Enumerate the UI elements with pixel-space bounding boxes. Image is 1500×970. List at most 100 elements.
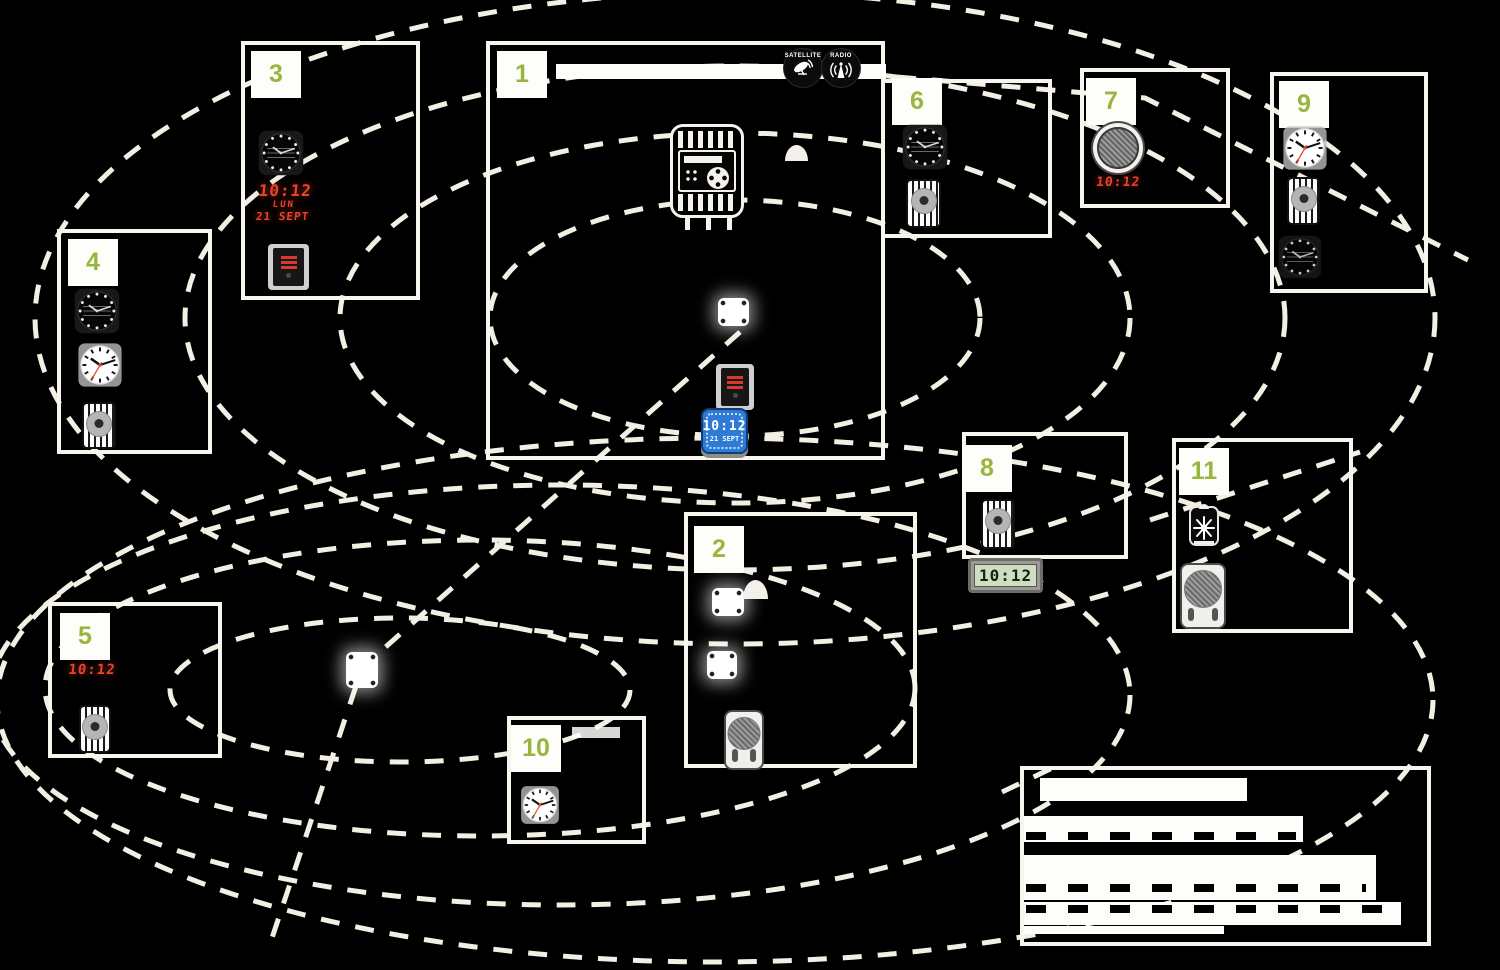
blue-clock-date: 21 SEPT [709,435,740,443]
relay-led-bar [280,256,297,259]
satellite-label: SATELLITE [784,53,822,59]
relay-module [716,364,754,410]
blue-clock-time: 10:12 [702,419,747,434]
zone-badge-5: 5 [60,613,110,660]
dhf-repeater-node [707,651,737,679]
legend-line-highlight [1024,926,1224,934]
wall-speaker [1180,563,1226,629]
zone-badge-2: 2 [694,526,744,573]
master-clock-bottom-grille [678,194,736,211]
coverage-ellipse [182,63,1288,573]
zone-box-11 [1172,438,1353,633]
striped-sounder [82,402,116,449]
speaker-button [1188,608,1194,621]
relay-module-face [273,248,304,286]
legend-redacted-text [1026,884,1366,892]
relay-led-bar [727,381,743,384]
master-clock-nav-pad [707,167,729,189]
relay-led-bar [727,386,743,389]
speaker-mesh [1184,570,1222,608]
zone-badge-10: 10 [511,725,561,772]
zone-box-6 [881,79,1052,238]
bell-dome-icon [743,580,768,599]
zone-badge-1: 1 [497,51,547,98]
striped-sounder [1287,177,1320,225]
satellite-sync-source: SATELLITE [783,48,823,96]
analog-clock-dark [1278,235,1322,279]
link-line [1149,449,1361,523]
zone-box-8 [962,432,1128,559]
bell-dome-icon [785,145,808,161]
led-date: 21 SEPT [255,209,310,223]
coverage-ellipse [0,435,1436,965]
led-clock: 10:12 [1095,175,1141,190]
legend-line-highlight [1024,816,1303,842]
zone-badge-4: 4 [68,239,118,286]
legend-line-highlight [1024,855,1376,900]
relay-led-bar [280,266,297,269]
zone-box-5 [48,602,222,758]
relay-led-bar [727,376,743,379]
relay-led-bar [280,261,297,264]
zone-badge-8: 8 [962,445,1012,492]
master-clock-top-grille [678,131,736,148]
coverage-ellipse [32,0,1438,647]
analog-clock-white [76,341,124,389]
radio-sync-source: RADIO [821,48,861,96]
zone-box-3 [241,41,420,300]
coverage-ellipse [0,482,1133,908]
zone-box-10 [507,716,646,844]
radio-circle: RADIO [821,48,861,88]
striped-sounder [79,705,111,753]
speaker-button [750,749,756,762]
dhf-transmitter-node [718,298,749,326]
analog-clock-dark [902,124,948,170]
radio-antenna-icon [830,59,852,81]
radio-sync-line [861,71,1470,263]
legend-redacted-text [1026,832,1296,840]
flash-beacon [1189,503,1219,547]
analog-clock-white [519,784,561,826]
striped-sounder [981,499,1015,549]
zone-box-2 [684,512,917,768]
lcd-clock-time: 10:12 [974,564,1038,587]
analog-clock-dark [74,288,120,334]
speaker-button [1212,608,1218,621]
analog-clock-dark [258,130,304,176]
legend-line-highlight [1024,902,1401,925]
zone-badge-6: 6 [892,78,942,125]
legend-panel [1020,766,1431,946]
led-clock: 10:12 [67,662,117,678]
link-line [1000,759,1067,795]
coverage-ellipse [167,615,633,765]
relay-dot [286,273,291,278]
blue-clock-dot-ring [706,413,743,449]
master-clock-connectors [685,216,735,230]
zone-box-9 [1270,72,1428,293]
zone-box-4 [57,229,212,454]
zone-badge-7: 7 [1086,78,1136,125]
legend-redacted-text [1026,905,1394,913]
zone-box-1 [486,41,885,460]
master-clock-buttons [685,169,698,182]
led-calendar-clock: 10:12 LUN 21 SEPT [250,181,318,223]
dhf-repeater-node [346,652,378,688]
relay-module [268,244,309,290]
zone-badge-9: 9 [1279,81,1329,128]
analog-clock-white [1281,124,1329,172]
relay-module-face [721,368,749,406]
led-time: 10:12 [257,181,313,200]
master-clock-panel [678,150,736,192]
legend-title-highlight [1040,778,1247,801]
speaker-mesh [727,717,761,750]
lcd-clock: 10:12 [968,558,1044,593]
zone-badge-3: 3 [251,51,301,98]
striped-sounder [906,179,941,228]
master-clock [670,124,744,230]
zone10-title-highlight [572,727,620,738]
zone-box-7 [1080,68,1230,208]
zone-badge-11: 11 [1179,448,1229,495]
dhf-repeater-node [712,588,744,616]
wall-speaker [724,710,764,770]
